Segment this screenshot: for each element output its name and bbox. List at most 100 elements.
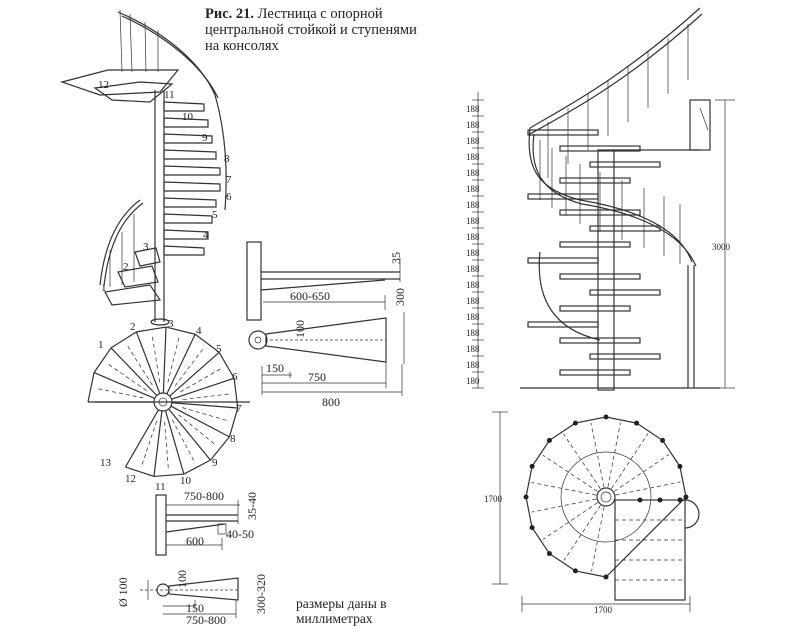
tread [559,305,631,312]
plan-post-dot [660,437,666,443]
elev-step-8: 8 [224,153,230,165]
tread [559,337,641,344]
plan-step-10: 10 [180,475,192,487]
plan-wedge-outer [165,326,196,335]
plan-wedge-edge [171,402,238,409]
dim-100-b: 100 [175,570,189,588]
plan-wedge-centerline [107,363,147,391]
bracket-detail-top [246,241,405,396]
riser-label: 188 [466,360,480,370]
tread [589,225,661,232]
elev-step-7: 7 [226,174,232,186]
plan-step-9: 9 [212,457,218,469]
plan-step-4: 4 [196,325,202,337]
tread [559,369,631,376]
riser-label: 188 [466,120,480,130]
bracket2-labels: 750-800 35-40 40-50 600 Ø 100 100 300-32… [116,489,268,627]
elev-step-11: 11 [164,89,175,101]
riser-label: 188 [466,184,480,194]
dim-600: 600 [186,534,204,548]
plan-wedge-edge [171,377,235,400]
plan-spoke [590,422,605,488]
plan-spoke [607,422,621,488]
elev-step-tread [163,101,205,112]
plan-wedge-outer [110,331,137,349]
riser-label: 188 [466,344,480,354]
right-stair-elevation [472,7,735,391]
plan-spoke [611,433,649,489]
elev-step-2: 2 [123,261,129,273]
tread [589,161,661,168]
plan-wedge-edge [162,327,167,394]
left-stair-plan [87,326,250,478]
tread [527,129,599,136]
plan-wedge-centerline [126,345,153,386]
landing-post-dot [677,497,683,503]
dim-100: 100 [293,320,307,338]
plan-step-13: 13 [100,457,112,469]
tread [527,321,599,328]
elev-step-tread [163,165,221,176]
riser-label: 188 [466,104,480,114]
plan-wedge-edge [169,351,220,397]
plan-wedge-outer [87,372,95,403]
elev-step-tread [163,197,217,208]
plan-step-5: 5 [216,343,222,355]
plan-post-dot [634,420,640,426]
dim-150-b: 150 [186,601,204,615]
plan-wedge-centerline [180,368,222,393]
riser-dimension-labels: 1881881881881881881881881881881881881881… [466,104,480,386]
plan-spoke [615,481,681,496]
plan-post-dot [603,414,609,420]
plan-post-dot [572,568,578,574]
elev-step-5: 5 [212,209,218,221]
plan-post-dot [529,525,535,531]
elev-step-10: 10 [182,111,194,123]
plan-wedge-edge [153,410,163,477]
tread [527,193,599,200]
dim-750-800-top: 750-800 [184,489,224,503]
riser-label: 188 [466,328,480,338]
tread [559,241,631,248]
tread [559,273,641,280]
plan-wedge-outer [93,347,112,373]
dim-plan-width: 1700 [594,605,613,615]
plan-step-3: 3 [168,318,174,330]
right-stair-plan [492,411,700,612]
plan-post-dot [529,463,535,469]
tread [589,289,661,296]
plan-wedge-outer [209,436,230,461]
dim-35-40: 35-40 [245,492,259,520]
landing-post-dot [657,497,663,503]
plan-wedge-outer [183,459,211,475]
plan-step-8: 8 [230,433,236,445]
elev-step-tread [163,149,217,160]
plan-wedge-centerline [164,421,169,469]
riser-label: 188 [466,152,480,162]
riser-label: 188 [466,296,480,306]
riser-label: 188 [466,264,480,274]
figure-number: Рис. 21. [205,6,255,22]
plan-wedge-centerline [182,407,228,422]
plan-wedge-edge [168,408,211,461]
dim-300: 300 [393,288,407,306]
dim-35: 35 [389,252,403,264]
dim-750: 750 [308,370,326,384]
plan-step-7: 7 [236,403,242,415]
elev-step-4: 4 [203,229,209,241]
figure-caption: Рис. 21. Лестница с опорной центральной … [205,6,430,54]
plan-wedge-outer [218,351,235,379]
plan-spoke [531,482,597,496]
tread [589,353,661,360]
tread [527,257,599,264]
plan-wedge-outer [228,407,239,438]
elev-step-tread [163,213,213,224]
plan-wedge-outer [194,333,220,353]
riser-label: 188 [466,312,480,322]
elev-step-1: 1 [101,282,107,294]
plan-wedge-edge [170,405,230,438]
dim-150: 150 [266,361,284,375]
plan-wedge-centerline [171,419,195,462]
tread [559,145,641,152]
dim-750-800-bottom: 750-800 [186,613,226,627]
